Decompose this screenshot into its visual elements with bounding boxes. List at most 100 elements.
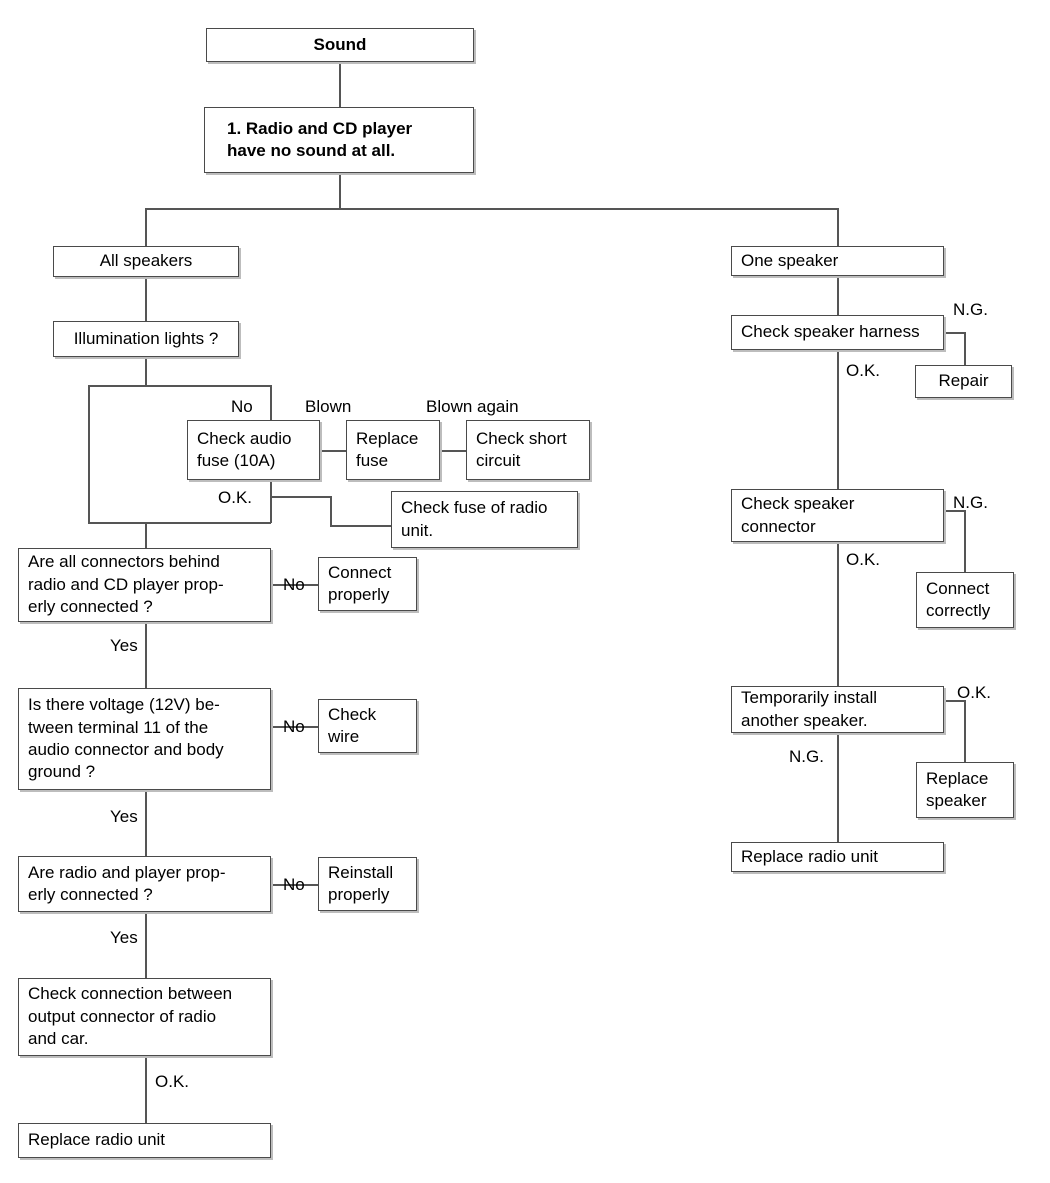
node-one-speaker[interactable]: One speaker bbox=[731, 246, 944, 276]
edge-label-yes-connectors: Yes bbox=[110, 636, 138, 655]
edge-checkconn-ok bbox=[145, 1056, 147, 1123]
edge-label-yes-radio-player: Yes bbox=[110, 928, 138, 947]
edge-temporary-ok-down bbox=[964, 700, 966, 762]
node-replace-radio-unit-right[interactable]: Replace radio unit bbox=[731, 842, 944, 872]
node-radio-player-connected-label: Are radio and player prop- erly connecte… bbox=[28, 862, 226, 904]
node-one-speaker-label: One speaker bbox=[741, 250, 839, 270]
node-replace-fuse-label: Replace fuse bbox=[356, 428, 419, 470]
node-voltage-12v-label: Is there voltage (12V) be- tween termina… bbox=[28, 695, 224, 782]
edge-label-no-voltage: No bbox=[283, 717, 305, 736]
edge-label-ng-connector: N.G. bbox=[953, 493, 988, 512]
edge-temporary-ok-right bbox=[944, 700, 966, 702]
node-repair[interactable]: Repair bbox=[915, 365, 1012, 398]
node-replace-radio-unit-right-label: Replace radio unit bbox=[741, 846, 879, 866]
node-check-speaker-connector-label: Check speaker connector bbox=[741, 494, 855, 536]
edge-harness-ok-down bbox=[837, 349, 839, 489]
node-check-speaker-harness[interactable]: Check speaker harness bbox=[731, 315, 944, 350]
edge-temporary-ng-down bbox=[837, 732, 839, 842]
node-check-wire-label: Check wire bbox=[328, 704, 377, 746]
node-connectors-behind-label: Are all connectors behind radio and CD p… bbox=[28, 552, 224, 617]
edge-label-no-illumination: No bbox=[231, 397, 253, 416]
node-connectors-behind[interactable]: Are all connectors behind radio and CD p… bbox=[18, 548, 271, 622]
edge-harness-ng-right bbox=[944, 332, 966, 334]
edge-left-join-bus bbox=[88, 522, 271, 524]
edge-voltage-no bbox=[271, 726, 319, 728]
edge-fuse-ok-to-radiofuse bbox=[330, 525, 391, 527]
edge-label-no-radio-player: No bbox=[283, 875, 305, 894]
edge-replace-to-short bbox=[440, 450, 466, 452]
edge-illumination-bus bbox=[88, 385, 271, 387]
edge-bus-to-all-speakers bbox=[145, 208, 147, 246]
edge-label-blown: Blown bbox=[305, 397, 352, 416]
node-replace-radio-unit-left[interactable]: Replace radio unit bbox=[18, 1123, 271, 1158]
node-check-wire[interactable]: Check wire bbox=[318, 699, 417, 753]
node-check-short-circuit-label: Check short circuit bbox=[476, 428, 567, 470]
node-connect-correctly[interactable]: Connect correctly bbox=[916, 572, 1014, 628]
edge-label-ok-harness: O.K. bbox=[846, 361, 881, 380]
node-sound-label: Sound bbox=[313, 34, 367, 54]
node-temporarily-install[interactable]: Temporarily install another speaker. bbox=[731, 686, 944, 733]
edge-left-join-down bbox=[145, 522, 147, 548]
edge-radioplayer-yes bbox=[145, 912, 147, 978]
node-radio-player-connected[interactable]: Are radio and player prop- erly connecte… bbox=[18, 856, 271, 912]
node-check-fuse-radio-unit[interactable]: Check fuse of radio unit. bbox=[391, 491, 578, 548]
edge-sound-to-symptom bbox=[339, 61, 341, 107]
edge-onespeaker-to-harness bbox=[837, 275, 839, 315]
node-replace-radio-unit-left-label: Replace radio unit bbox=[28, 1130, 166, 1150]
edge-allspeakers-to-illumination bbox=[145, 276, 147, 321]
node-illumination-lights-label: Illumination lights ? bbox=[73, 328, 219, 348]
node-sound[interactable]: Sound bbox=[206, 28, 474, 62]
node-check-fuse-radio-unit-label: Check fuse of radio unit. bbox=[401, 498, 548, 540]
edge-fuse-ok-right bbox=[270, 496, 331, 498]
node-replace-speaker-label: Replace speaker bbox=[926, 768, 989, 810]
edge-label-ng-temporary: N.G. bbox=[789, 747, 824, 766]
edge-radioplayer-no bbox=[271, 884, 319, 886]
node-all-speakers-label: All speakers bbox=[99, 251, 193, 271]
edge-label-blown-again: Blown again bbox=[426, 397, 519, 416]
node-check-connection-output[interactable]: Check connection between output connecto… bbox=[18, 978, 271, 1056]
node-check-audio-fuse[interactable]: Check audio fuse (10A) bbox=[187, 420, 320, 480]
edge-fuse-to-replace bbox=[320, 450, 346, 452]
edge-label-ng-harness: N.G. bbox=[953, 300, 988, 319]
edge-label-ok-connector: O.K. bbox=[846, 550, 881, 569]
node-temporarily-install-label: Temporarily install another speaker. bbox=[741, 688, 878, 730]
node-illumination-lights[interactable]: Illumination lights ? bbox=[53, 321, 239, 357]
node-check-connection-output-label: Check connection between output connecto… bbox=[28, 984, 233, 1049]
edge-label-ok-fuse: O.K. bbox=[218, 488, 253, 507]
node-check-audio-fuse-label: Check audio fuse (10A) bbox=[197, 428, 292, 470]
edge-bus-to-one-speaker bbox=[837, 208, 839, 246]
edge-label-ok-temporary: O.K. bbox=[957, 683, 992, 702]
node-check-speaker-connector[interactable]: Check speaker connector bbox=[731, 489, 944, 542]
node-connect-correctly-label: Connect correctly bbox=[926, 578, 991, 620]
node-voltage-12v[interactable]: Is there voltage (12V) be- tween termina… bbox=[18, 688, 271, 790]
edge-symptom-down bbox=[339, 172, 341, 209]
edge-connectors-no bbox=[271, 584, 319, 586]
edge-connector-ng-right bbox=[944, 510, 966, 512]
edge-illumination-no-leg bbox=[270, 385, 272, 420]
node-check-short-circuit[interactable]: Check short circuit bbox=[466, 420, 590, 480]
node-repair-label: Repair bbox=[938, 371, 989, 391]
edge-fuse-ok-down bbox=[270, 480, 272, 523]
edge-fuse-ok-jog bbox=[330, 496, 332, 526]
edge-split-bus bbox=[145, 208, 838, 210]
edge-illumination-left-leg bbox=[88, 385, 90, 523]
node-replace-fuse[interactable]: Replace fuse bbox=[346, 420, 440, 480]
edge-connector-ng-down bbox=[964, 510, 966, 572]
node-check-speaker-harness-label: Check speaker harness bbox=[741, 322, 920, 342]
node-connect-properly[interactable]: Connect properly bbox=[318, 557, 417, 611]
node-replace-speaker[interactable]: Replace speaker bbox=[916, 762, 1014, 818]
edge-voltage-yes bbox=[145, 790, 147, 856]
node-reinstall-properly[interactable]: Reinstall properly bbox=[318, 857, 417, 911]
edge-label-no-connectors: No bbox=[283, 575, 305, 594]
node-reinstall-properly-label: Reinstall properly bbox=[328, 862, 394, 904]
edge-connector-ok-down bbox=[837, 541, 839, 686]
edge-connectors-yes bbox=[145, 621, 147, 688]
node-symptom-label: 1. Radio and CD player have no sound at … bbox=[227, 118, 413, 160]
node-all-speakers[interactable]: All speakers bbox=[53, 246, 239, 277]
node-connect-properly-label: Connect properly bbox=[328, 562, 392, 604]
edge-label-ok-connection: O.K. bbox=[155, 1072, 190, 1091]
edge-illumination-down bbox=[145, 356, 147, 385]
node-symptom[interactable]: 1. Radio and CD player have no sound at … bbox=[204, 107, 474, 173]
edge-label-yes-voltage: Yes bbox=[110, 807, 138, 826]
